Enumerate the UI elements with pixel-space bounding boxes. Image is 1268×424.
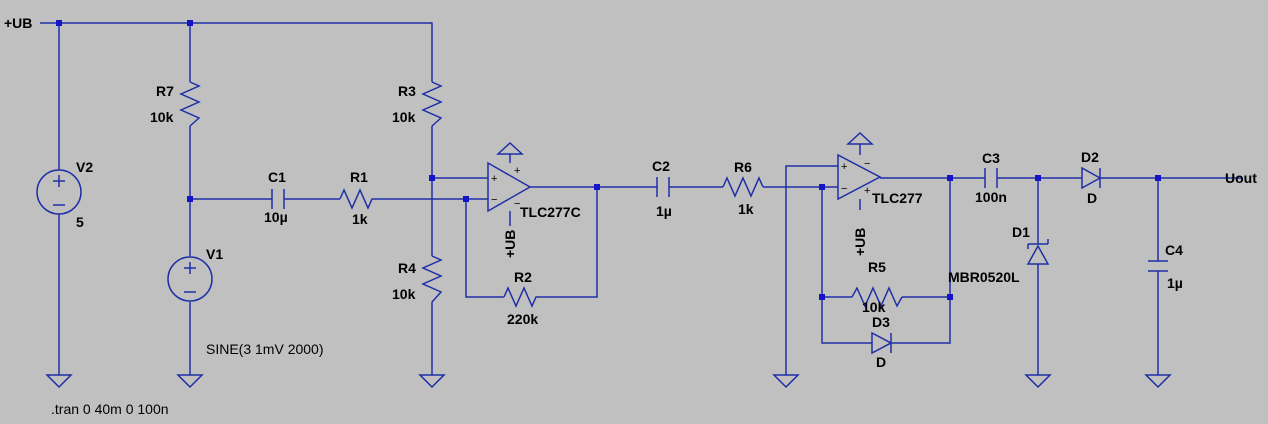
resistor-r2 — [503, 286, 540, 308]
c3-value: 100n — [975, 189, 1007, 205]
c3-ref: C3 — [982, 150, 1000, 166]
v2-ref: V2 — [76, 159, 93, 175]
resistor-r7 — [179, 81, 201, 127]
c1-ref: C1 — [268, 169, 286, 185]
c4-value: 1µ — [1167, 275, 1183, 291]
v1-ref: V1 — [206, 246, 223, 262]
r6-ref: R6 — [734, 159, 752, 175]
ground-symbols — [45, 131, 1172, 389]
source-v2 — [36, 169, 82, 215]
v1-value: SINE(3 1mV 2000) — [206, 341, 324, 357]
simulation-directive: .tran 0 40m 0 100n — [51, 401, 169, 417]
ground-v2 — [45, 374, 73, 389]
d3-ref: D3 — [872, 314, 890, 330]
c2-value: 1µ — [656, 203, 672, 219]
d1-value: MBR0520L — [948, 269, 1020, 285]
u1-supply: +UB — [502, 230, 518, 258]
r2-ref: R2 — [514, 269, 532, 285]
opamp-u2: + − − + — [837, 153, 882, 201]
r1-ref: R1 — [350, 169, 368, 185]
d3-value: D — [876, 354, 886, 370]
ground-v1 — [176, 374, 204, 389]
u2-supply: +UB — [852, 228, 868, 256]
resistor-r6 — [722, 176, 764, 198]
opamp-u1: + − + − — [487, 161, 532, 213]
ground-d1 — [1024, 374, 1052, 389]
ground-opamp2 — [772, 374, 800, 389]
ground-r4 — [418, 374, 446, 389]
opamp-u2-minus-mark: − — [841, 183, 847, 195]
d2-ref: D2 — [1081, 149, 1099, 165]
capacitor-c1 — [271, 189, 285, 209]
r3-value: 10k — [392, 109, 416, 125]
opamp-u1-top-plus-mark: + — [514, 165, 520, 177]
r2-value: 220k — [507, 311, 538, 327]
schottky-diode-d1 — [1026, 239, 1050, 265]
junctions — [56, 20, 1161, 300]
opamp-u1-plus-mark: + — [491, 173, 497, 185]
r7-ref: R7 — [156, 83, 174, 99]
r3-ref: R3 — [398, 83, 416, 99]
resistor-r1 — [339, 188, 376, 210]
opamp-u2-top-minus-mark: − — [864, 158, 870, 170]
capacitor-c4 — [1148, 260, 1168, 272]
diode-d3 — [871, 331, 893, 355]
resistor-r4 — [421, 255, 443, 303]
capacitor-c2 — [656, 177, 670, 197]
r5-ref: R5 — [868, 259, 886, 275]
opamp-u1-bottom-minus-mark: − — [514, 198, 520, 210]
r4-value: 10k — [392, 286, 416, 302]
opamp-u2-plus-mark: + — [841, 161, 847, 173]
net-label-output: Uout — [1225, 170, 1257, 186]
c4-ref: C4 — [1165, 242, 1183, 258]
opamp-u2-bottom-plus-mark: + — [864, 185, 870, 197]
c2-ref: C2 — [652, 158, 670, 174]
v2-value: 5 — [76, 214, 84, 230]
ground-c4 — [1144, 374, 1172, 389]
wires — [40, 22, 1242, 375]
r6-value: 1k — [738, 201, 754, 217]
ground-opamp2-top — [846, 131, 874, 145]
d2-value: D — [1087, 190, 1097, 206]
diode-d2 — [1081, 166, 1102, 190]
r4-ref: R4 — [398, 260, 416, 276]
source-v1 — [167, 256, 213, 302]
r1-value: 1k — [352, 211, 368, 227]
u1-value: TLC277C — [520, 204, 581, 220]
resistor-r5 — [851, 286, 903, 308]
r5-value: 10k — [862, 299, 886, 315]
ground-opamp1-top — [496, 141, 524, 155]
u2-value: TLC277 — [872, 190, 923, 206]
resistor-r3 — [421, 81, 443, 127]
net-label-supply: +UB — [4, 15, 32, 31]
r7-value: 10k — [150, 109, 174, 125]
capacitor-c3 — [984, 168, 998, 188]
opamp-u1-minus-mark: − — [491, 194, 497, 206]
d1-ref: D1 — [1012, 224, 1030, 240]
c1-value: 10µ — [264, 209, 288, 225]
